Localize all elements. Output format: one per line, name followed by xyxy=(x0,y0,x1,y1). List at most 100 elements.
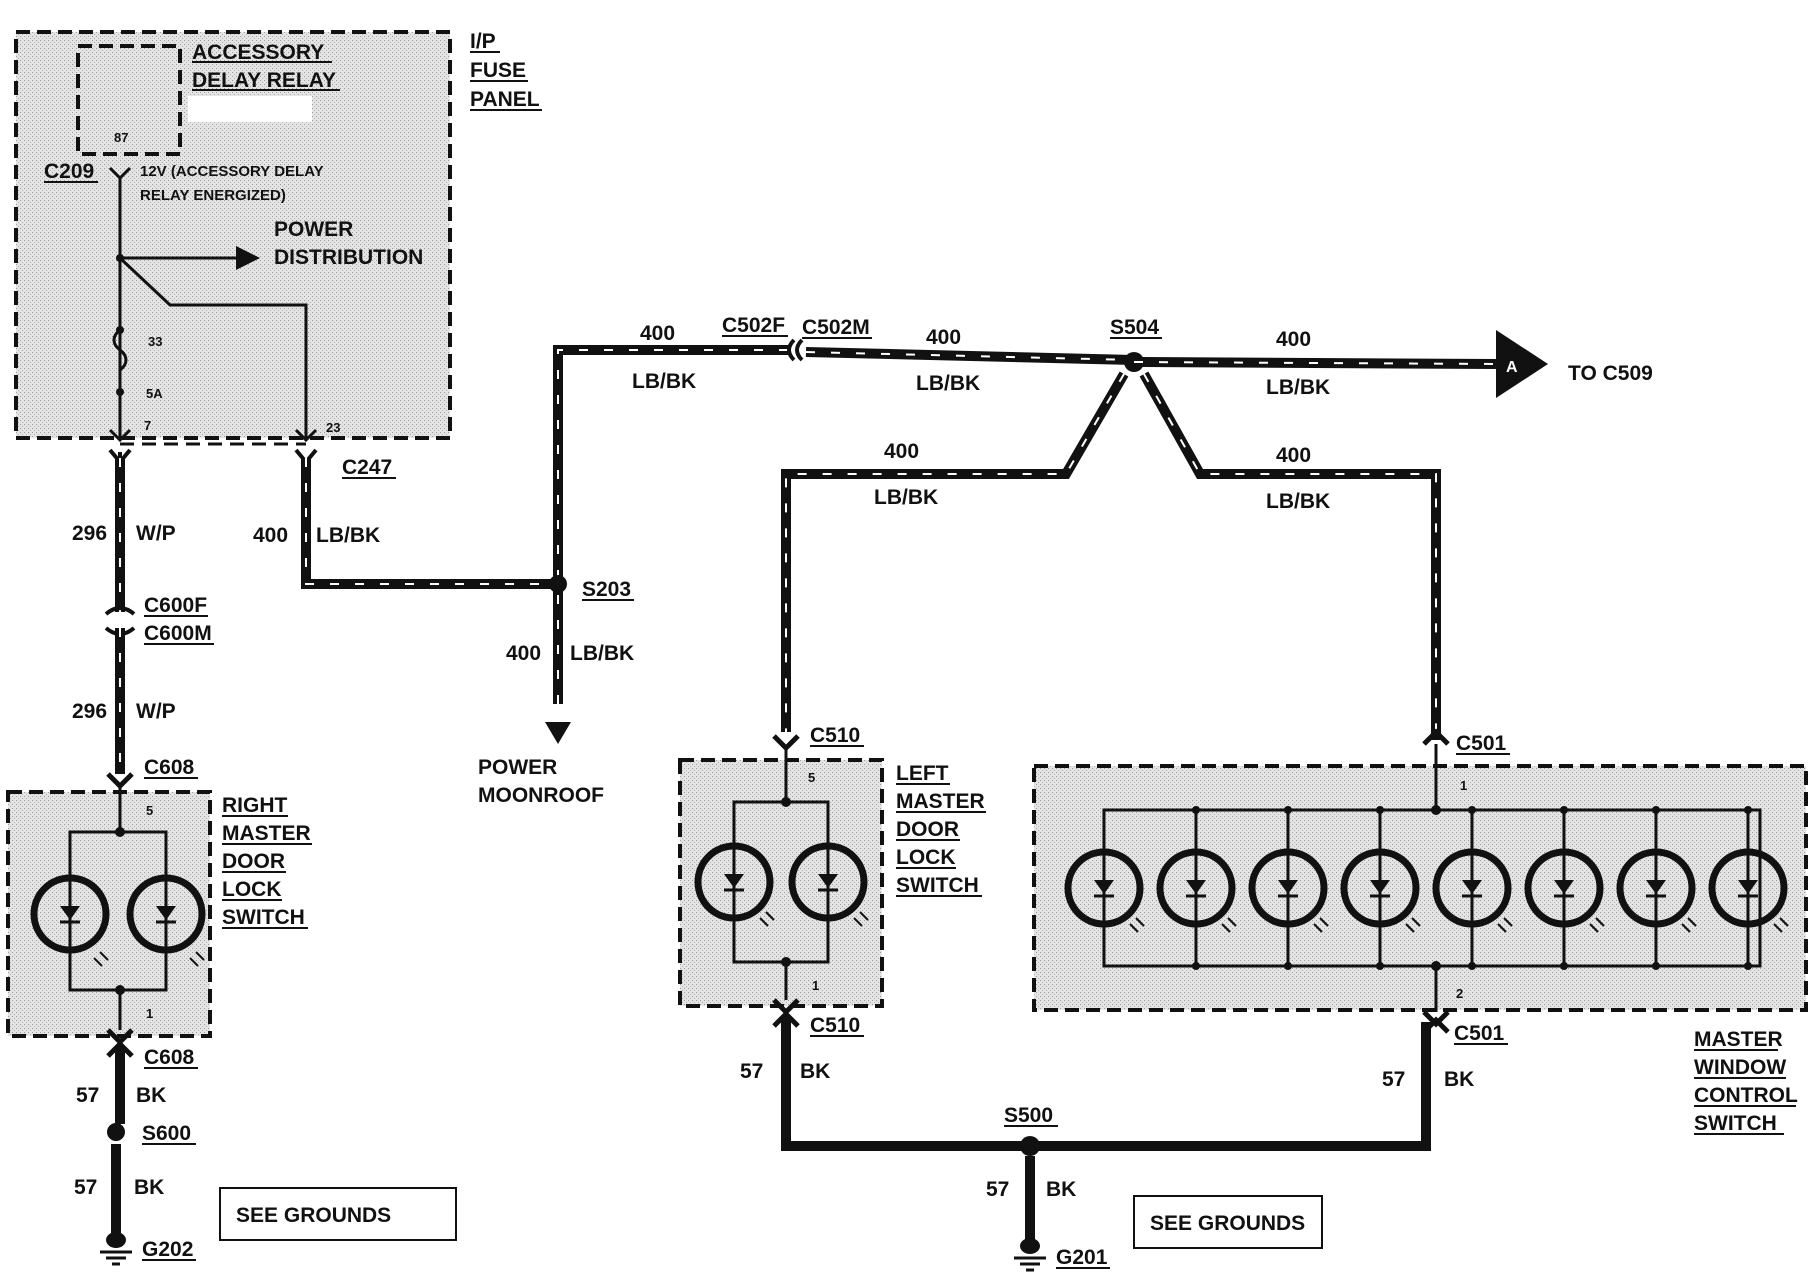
panel-title-line1: I/P xyxy=(470,30,496,53)
wire-400-left-branch-circuit: 400 xyxy=(884,440,919,463)
circuit-400-c247: C247 400 LB/BK xyxy=(108,442,558,589)
led-icon xyxy=(1064,848,1145,933)
connector-c510-top: C510 xyxy=(810,724,860,747)
power-distribution-arrow-icon xyxy=(236,246,260,270)
see-grounds-left: SEE GROUNDS xyxy=(236,1204,391,1227)
wire-57-s500-circuit: 57 xyxy=(986,1178,1009,1201)
led-icon xyxy=(788,842,869,927)
right-pin-5: 5 xyxy=(146,803,153,818)
ground-icon xyxy=(100,1232,132,1266)
connector-c501-top: C501 xyxy=(1456,732,1507,755)
wire-296-bottom-color: W/P xyxy=(136,700,176,723)
led-icon xyxy=(1616,806,1697,970)
right-pin-1: 1 xyxy=(146,1006,153,1021)
wire-400-top-right-circuit: 400 xyxy=(1276,328,1311,351)
connector-c209: C209 xyxy=(44,160,94,183)
ground-g202: G202 xyxy=(142,1238,193,1261)
connector-c600f: C600F xyxy=(144,594,207,617)
svg-text:DOOR: DOOR xyxy=(222,850,285,873)
svg-text:MASTER: MASTER xyxy=(896,790,985,813)
power-distribution-line1: POWER xyxy=(274,218,353,241)
wire-57-s500-color: BK xyxy=(1046,1178,1076,1201)
svg-text:SWITCH: SWITCH xyxy=(222,906,305,929)
led-icon xyxy=(1340,806,1421,970)
wire-57-c501-color: BK xyxy=(1444,1068,1474,1091)
wire-400-moonroof-circuit: 400 xyxy=(506,642,541,665)
panel-title-line2: FUSE xyxy=(470,59,526,82)
ground-g201: G201 xyxy=(1056,1246,1108,1269)
s500-ground: C510 C501 57 BK 57 BK S500 57 BK G201 SE… xyxy=(740,1010,1508,1272)
wire-57-s600-color: BK xyxy=(134,1176,164,1199)
connector-c501-bottom: C501 xyxy=(1454,1022,1505,1045)
splice-s600-label: S600 xyxy=(142,1122,191,1145)
led-icon xyxy=(1524,806,1605,970)
wire-57-c510-circuit: 57 xyxy=(740,1060,763,1083)
svg-text:LEFT: LEFT xyxy=(896,762,949,785)
voltage-note-line1: 12V (ACCESSORY DELAY xyxy=(140,163,324,180)
splice-s203 xyxy=(549,575,567,593)
connector-c510-bottom: C510 xyxy=(810,1014,860,1037)
right-switch-label: RIGHT MASTER DOOR LOCK SWITCH xyxy=(222,794,312,929)
circuit-400-bus: S203 400 LB/BK POWER MOONROOF 400 LB/BK … xyxy=(478,314,1653,807)
wire-400-left-branch-color: LB/BK xyxy=(874,486,938,509)
led-icon xyxy=(30,874,110,967)
svg-text:MASTER: MASTER xyxy=(222,822,311,845)
fuse-icon xyxy=(112,328,128,372)
moonroof-line2: MOONROOF xyxy=(478,784,604,807)
svg-text:WINDOW: WINDOW xyxy=(1694,1056,1786,1079)
relay-label-line2: DELAY RELAY xyxy=(192,69,336,92)
left-pin-1: 1 xyxy=(812,978,819,993)
splice-s500-label: S500 xyxy=(1004,1104,1053,1127)
left-switch-label: LEFT MASTER DOOR LOCK SWITCH xyxy=(896,762,986,897)
wire-57-c501-circuit: 57 xyxy=(1382,1068,1405,1091)
led-icon xyxy=(1156,806,1237,970)
wire-400-c247-circuit: 400 xyxy=(253,524,288,547)
master-pin-1: 1 xyxy=(1460,778,1467,793)
connector-c247: C247 xyxy=(342,456,392,479)
connector-c608-bottom: C608 xyxy=(144,1046,195,1069)
relay-pin-87: 87 xyxy=(114,130,128,145)
svg-text:RIGHT: RIGHT xyxy=(222,794,288,817)
pin-7: 7 xyxy=(144,418,151,433)
svg-text:LOCK: LOCK xyxy=(896,846,956,869)
circuit-400-branches: 400 LB/BK 400 LB/BK xyxy=(781,371,1441,740)
wire-57-c608-color: BK xyxy=(136,1084,166,1107)
svg-text:SWITCH: SWITCH xyxy=(896,874,979,897)
right-switch-ground: C608 57 BK S600 57 BK G202 SEE GROUNDS xyxy=(74,1040,457,1266)
to-c509: TO C509 xyxy=(1568,362,1653,385)
wire-400-top-mid-color: LB/BK xyxy=(916,372,980,395)
led-icon xyxy=(1248,806,1329,970)
wire-400-right-branch-circuit: 400 xyxy=(1276,444,1311,467)
master-pin-2: 2 xyxy=(1456,986,1463,1001)
ground-icon xyxy=(1014,1238,1046,1272)
wire-57-c608-circuit: 57 xyxy=(76,1084,99,1107)
wire-400-c247-color: LB/BK xyxy=(316,524,380,547)
relay-label-line1: ACCESSORY xyxy=(192,41,324,64)
left-pin-5: 5 xyxy=(808,770,815,785)
moonroof-line1: POWER xyxy=(478,756,557,779)
wire-400-top-left-color: LB/BK xyxy=(632,370,696,393)
wire-400-top-left-circuit: 400 xyxy=(640,322,675,345)
connector-c502m: C502M xyxy=(802,316,870,339)
wire-400-top-right-color: LB/BK xyxy=(1266,376,1330,399)
svg-text:SWITCH: SWITCH xyxy=(1694,1112,1777,1135)
voltage-note-line2: RELAY ENERGIZED) xyxy=(140,187,286,204)
svg-text:DOOR: DOOR xyxy=(896,818,959,841)
led-icon xyxy=(1708,806,1789,970)
led-icon xyxy=(1432,806,1513,970)
fuse-panel: ACCESSORY DELAY RELAY 87 C209 12V (ACCES… xyxy=(14,30,542,443)
pin-23: 23 xyxy=(326,420,340,435)
wire-57-c510-color: BK xyxy=(800,1060,830,1083)
wire-57-s600-circuit: 57 xyxy=(74,1176,97,1199)
wire-400-right-branch-color: LB/BK xyxy=(1266,490,1330,513)
wire-296-top-circuit: 296 xyxy=(72,522,107,545)
splice-s600 xyxy=(107,1123,125,1141)
splice-s203-label: S203 xyxy=(582,578,631,601)
master-window-control-switch: C501 1 2 MASTER WINDOW CONTROL SWITCH xyxy=(1032,728,1808,1135)
splice-s500 xyxy=(1020,1136,1040,1156)
fuse-rating: 5A xyxy=(146,386,163,401)
wire-296-top-color: W/P xyxy=(136,522,176,545)
svg-text:CONTROL: CONTROL xyxy=(1694,1084,1798,1107)
offpage-letter: A xyxy=(1506,359,1518,376)
moonroof-arrow-icon xyxy=(545,722,571,744)
